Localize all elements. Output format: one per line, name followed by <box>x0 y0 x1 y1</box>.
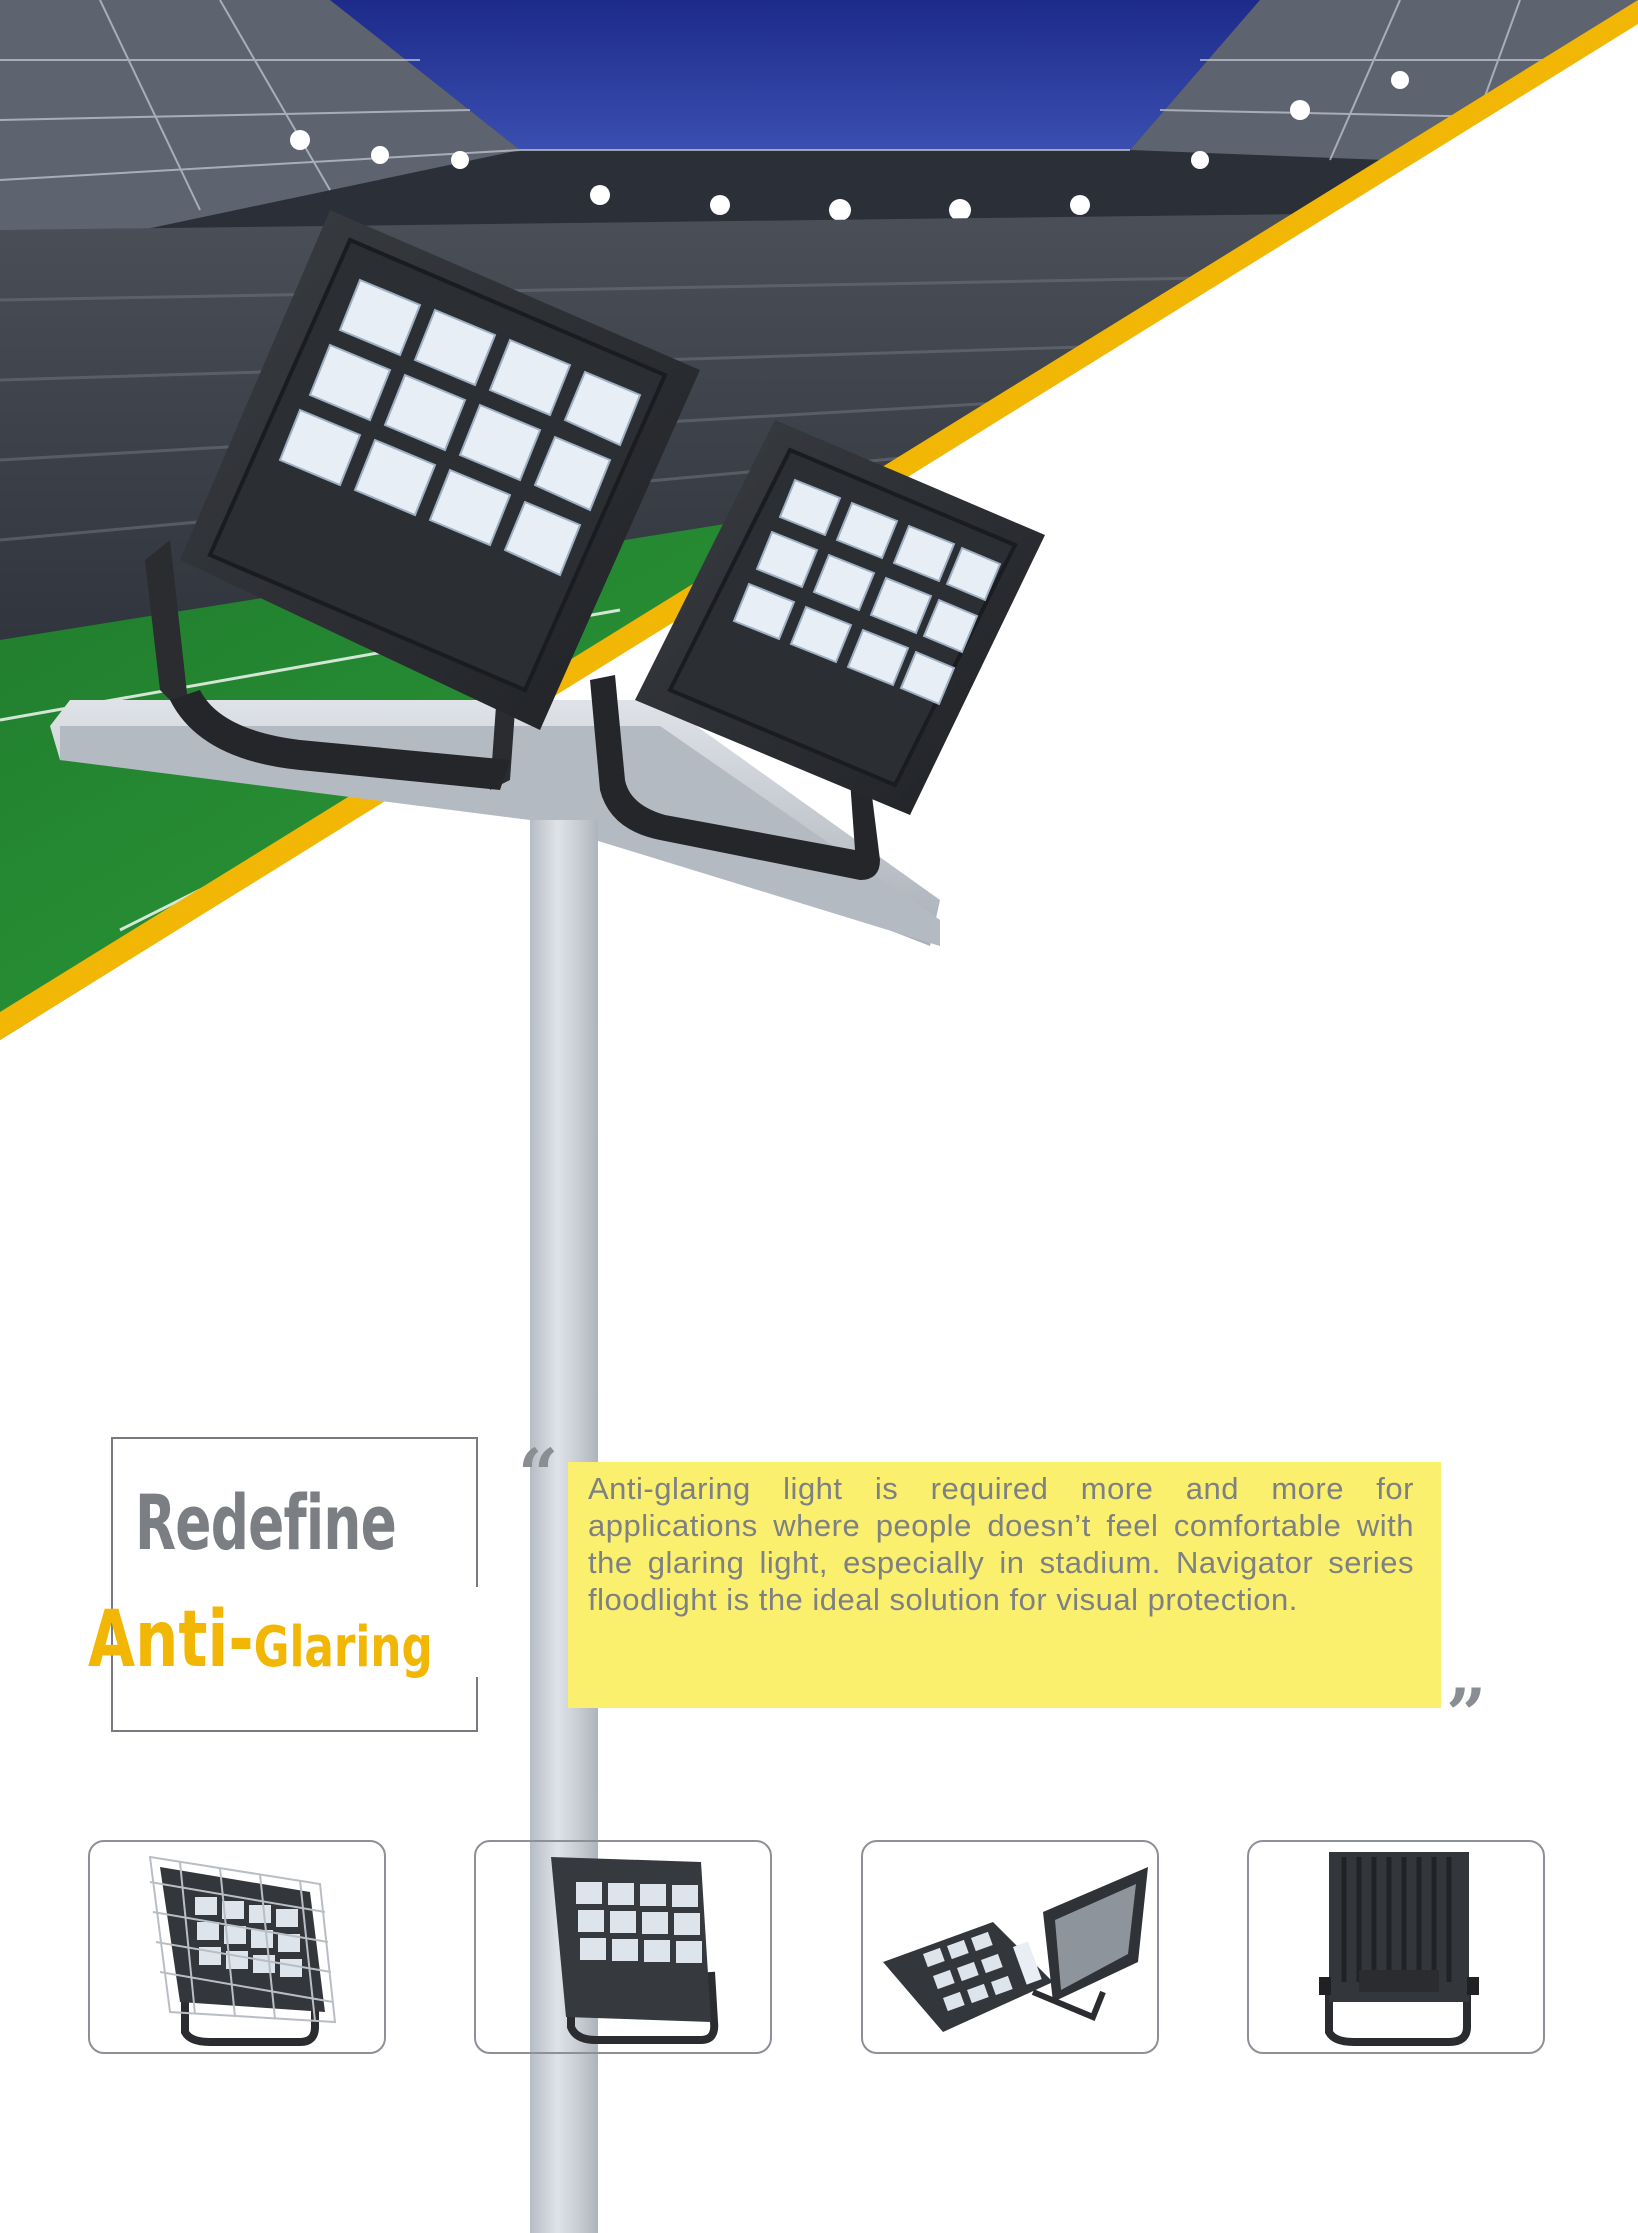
floodlight-open-icon <box>883 1867 1148 2032</box>
thumbnail-rear-view <box>1247 1840 1545 2054</box>
hero-image <box>0 0 1638 1040</box>
heading-frame <box>111 1437 490 1732</box>
thumbnail-open-cover <box>861 1840 1159 2054</box>
quote-highlight <box>568 1462 1441 1708</box>
close-quote-icon: ” <box>1446 1673 1487 1756</box>
heading-anti-glaring: Anti-Glaring <box>88 1595 433 1685</box>
stadium-floodlight-illustration <box>0 0 1638 1040</box>
heading-redefine: Redefine <box>135 1478 397 1567</box>
heading-anti: Anti- <box>88 1595 254 1685</box>
heading-glaring: Glaring <box>253 1615 433 1680</box>
open-quote-icon: “ <box>518 1433 559 1516</box>
floodlight-rear-icon <box>1319 1852 1479 2046</box>
right-floodlight-icon <box>590 420 1045 880</box>
floodlight-grille-icon <box>148 1855 337 2046</box>
thumbnail-guard-grille <box>88 1840 386 2054</box>
left-floodlight-icon <box>145 210 700 790</box>
thumbnail-front-view <box>474 1840 772 2054</box>
quote-text: Anti-glaring light is required more and … <box>588 1471 1414 1617</box>
floodlight-front-icon <box>551 1857 719 2044</box>
